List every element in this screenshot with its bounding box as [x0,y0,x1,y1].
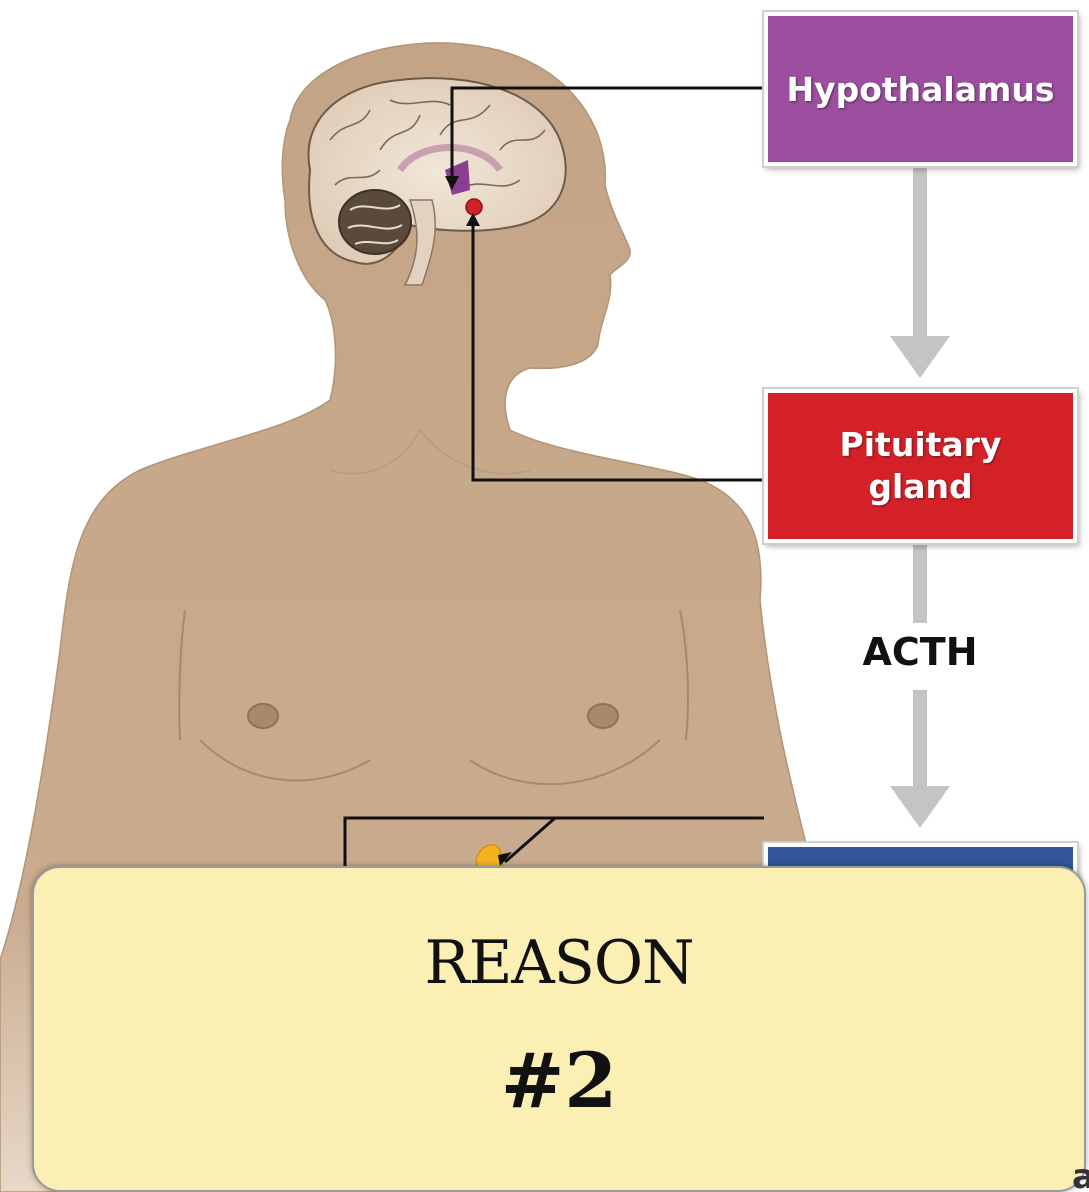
reason-number: #2 [34,1036,1084,1125]
reason-card: REASON #2 [32,866,1086,1192]
cerebellum [339,190,411,254]
reason-title: REASON [34,928,1084,998]
flow-arrow-2 [890,786,950,828]
nipple-left [248,704,278,728]
nipple-right [588,704,618,728]
cut-off-text: a [1072,1162,1089,1192]
pituitary-box: Pituitary gland [764,389,1077,543]
hypothalamus-box: Hypothalamus [764,12,1077,166]
pituitary-region [466,199,482,215]
hypothalamus-label: Hypothalamus [786,70,1054,109]
pituitary-label: Pituitary gland [840,424,1002,508]
acth-label: ACTH [820,630,1020,674]
flow-arrow-1 [890,336,950,378]
